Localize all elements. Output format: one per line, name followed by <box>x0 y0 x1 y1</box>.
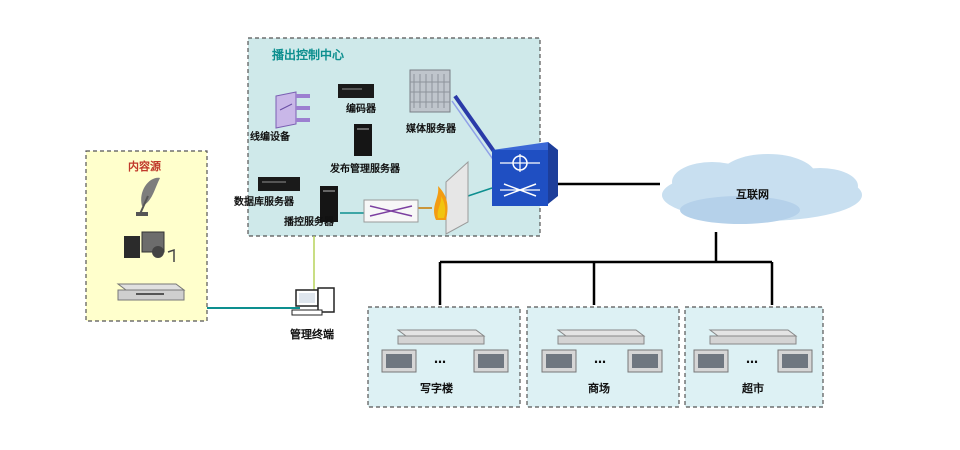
database-server-icon <box>258 177 300 191</box>
publish-server-icon <box>354 124 372 156</box>
media-player-icon <box>124 231 175 262</box>
publish-server-label: 发布管理服务器 <box>330 164 400 175</box>
content-source-title: 内容源 <box>128 160 161 173</box>
firewall-icon <box>434 160 469 235</box>
site-label-supermarket: 超市 <box>742 382 764 395</box>
editing-device-label: 线编设备 <box>250 132 290 143</box>
encoder-icon <box>338 84 374 98</box>
network-switch-icon <box>363 199 419 223</box>
encoder-label: 编码器 <box>346 104 376 115</box>
site-dots-supermarket: … <box>746 352 758 366</box>
database-server-label: 数据库服务器 <box>234 197 294 208</box>
media-server-label: 媒体服务器 <box>406 124 456 135</box>
broadcast-center-title: 播出控制中心 <box>272 48 345 62</box>
site-dots-office: … <box>434 352 446 366</box>
site-dots-mall: … <box>594 352 606 366</box>
site-label-mall: 商场 <box>588 382 610 395</box>
core-switch-icon <box>492 142 558 206</box>
satellite-dish-icon <box>136 177 160 216</box>
media-server-icon <box>409 69 451 113</box>
site-devices-office <box>381 329 509 373</box>
editing-device-icon <box>275 91 310 129</box>
management-terminal-icon <box>291 287 335 316</box>
internet-cloud-icon <box>662 154 862 224</box>
site-devices-supermarket <box>693 329 813 373</box>
media-switch-link <box>453 94 502 162</box>
dvd-player-icon <box>116 283 186 301</box>
internet-label: 互联网 <box>736 188 769 201</box>
control-server-icon <box>320 186 338 222</box>
control-server-label: 播控服务器 <box>284 217 334 228</box>
site-devices-mall <box>541 329 663 373</box>
management-terminal-label: 管理终端 <box>290 328 334 341</box>
site-label-office: 写字楼 <box>420 382 453 395</box>
